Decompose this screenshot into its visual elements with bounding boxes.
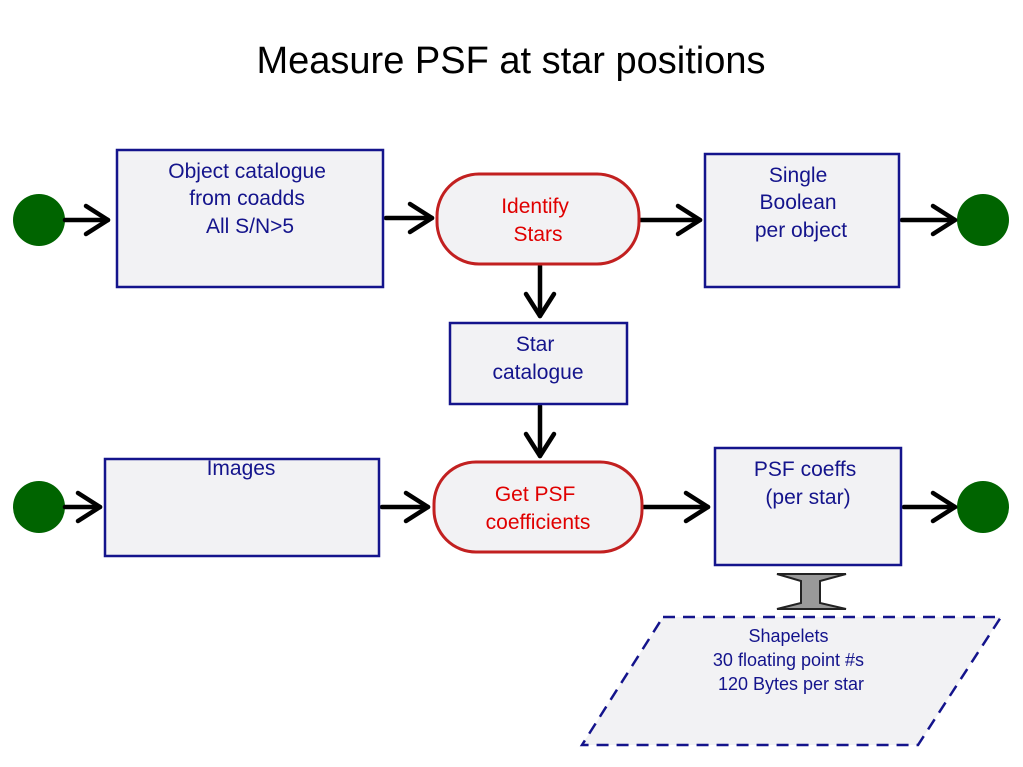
object-catalogue-box: Object catalogue from coadds All S/N>5: [115, 148, 385, 289]
images-box: Images: [103, 457, 381, 558]
identify-stars-process: Identify Stars: [435, 172, 641, 266]
flow-arrows: [62, 201, 958, 524]
end-terminal-top: [957, 194, 1009, 246]
boolean-output-box: Single Boolean per object: [703, 152, 901, 289]
svg-text:Shapelets 30 floating po: Shapelets 30 floating point #s 120 Bytes…: [713, 626, 869, 694]
arrow-boolean-to-end: [899, 203, 958, 237]
end-terminal-bottom: [957, 481, 1009, 533]
arrow-object-catalogue-to-identify: [383, 201, 435, 235]
svg-text:Images: Images: [207, 457, 276, 480]
shapelets-line-2: 30 floating point #s: [713, 650, 864, 670]
svg-text:Identify Stars: Identify Stars: [501, 195, 575, 246]
get-psf-process: Get PSF coefficients: [432, 460, 644, 554]
star-catalogue-line-1: Star: [516, 333, 555, 356]
arrow-images-to-get-psf: [379, 490, 431, 524]
get-psf-line-2: coefficients: [486, 511, 591, 534]
object-catalogue-line-2: from coadds: [189, 187, 305, 210]
svg-text:Star catalogue: Star catalogue: [492, 333, 583, 384]
svg-text:Single Boolean per: Single Boolean per object: [755, 164, 847, 242]
object-catalogue-line-3: All S/N>5: [206, 215, 294, 238]
psf-coeffs-line-2: (per star): [765, 486, 850, 509]
arrow-start-to-object-catalogue: [62, 203, 111, 237]
boolean-output-line-1: Single: [769, 164, 827, 187]
double-arrow-icon: [776, 573, 847, 610]
images-label: Images: [207, 457, 276, 480]
arrow-get-psf-to-psf-coeffs: [641, 490, 711, 524]
svg-text:Get PSF coefficients: Get PSF coefficients: [486, 483, 591, 534]
boolean-output-line-3: per object: [755, 219, 847, 242]
arrow-identify-to-boolean: [637, 203, 703, 237]
shapelets-line-1: Shapelets: [748, 626, 828, 646]
slide-title: Measure PSF at star positions: [257, 40, 766, 82]
identify-stars-line-2: Stars: [513, 223, 562, 246]
identify-stars-line-1: Identify: [501, 195, 569, 218]
get-psf-line-1: Get PSF: [495, 483, 576, 506]
psf-coeffs-line-1: PSF coeffs: [754, 458, 856, 481]
star-catalogue-line-2: catalogue: [492, 361, 583, 384]
svg-text:Object catalogue from co: Object catalogue from coadds All S/N>5: [168, 160, 331, 238]
boolean-output-line-2: Boolean: [760, 191, 837, 214]
star-catalogue-box: Star catalogue: [448, 321, 629, 406]
psf-coeffs-box: PSF coeffs (per star): [713, 446, 903, 567]
arrow-start-to-images: [62, 490, 103, 524]
arrow-identify-to-star-catalogue: [523, 263, 557, 319]
start-terminal-top: [13, 194, 65, 246]
arrow-star-catalogue-to-get-psf: [523, 403, 557, 459]
start-terminal-bottom: [13, 481, 65, 533]
shapelets-line-3: 120 Bytes per star: [718, 674, 864, 694]
object-catalogue-line-1: Object catalogue: [168, 160, 326, 183]
shapelets-data-store: Shapelets 30 floating point #s 120 Bytes…: [579, 615, 1004, 747]
svg-text:PSF coeffs (per star): PSF coeffs (per star): [754, 458, 862, 509]
arrow-psf-coeffs-to-end: [901, 490, 958, 524]
